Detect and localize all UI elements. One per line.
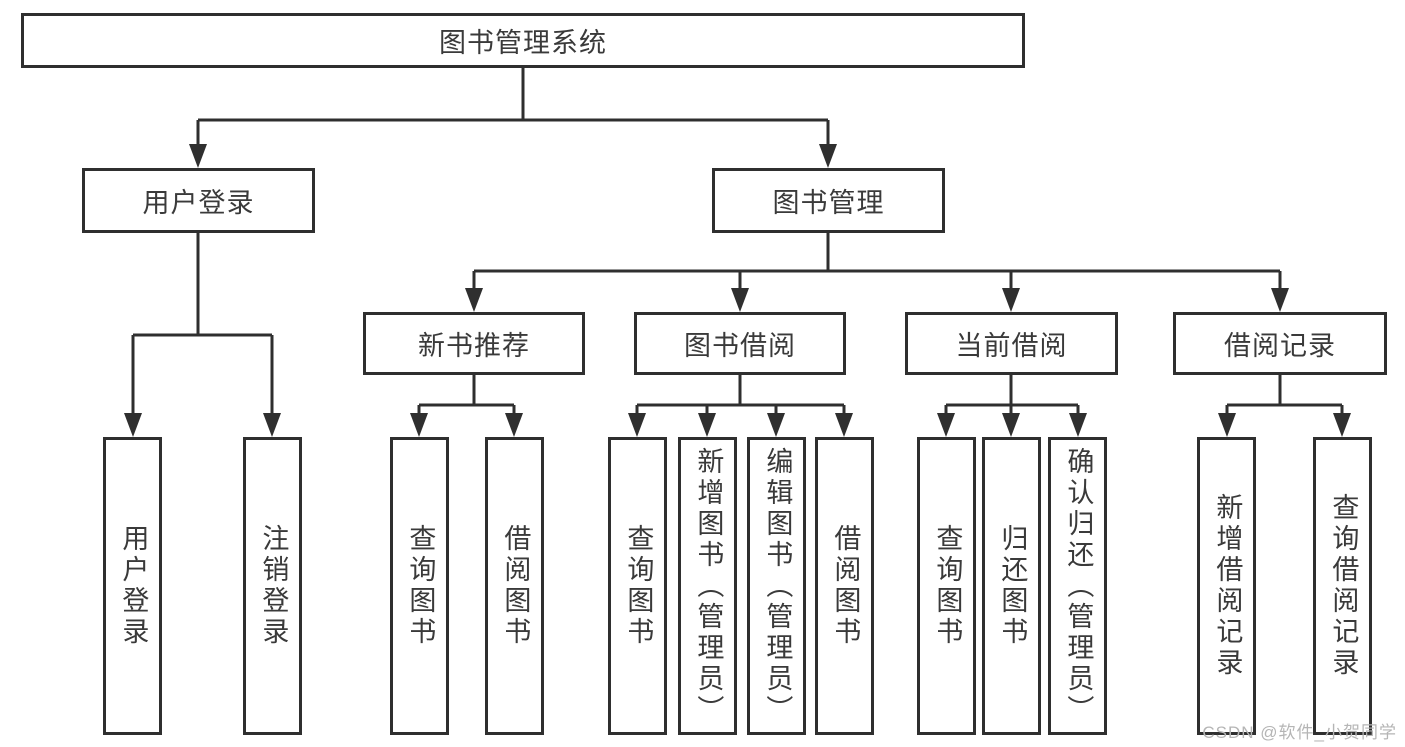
node-user-login-branch: 用户登录	[82, 168, 315, 233]
leaf-records-query-record: 查询借阅记录	[1313, 437, 1372, 735]
arrow-down-icon	[1271, 288, 1289, 312]
leaf-label: 借阅图书	[830, 524, 861, 648]
leaf-borrow-add-books-admin: 新增图书（管理员）	[678, 437, 737, 735]
node-current-borrowing: 当前借阅	[905, 312, 1118, 375]
node-book-management-branch: 图书管理	[712, 168, 945, 233]
leaf-recommend-borrow-books: 借阅图书	[485, 437, 544, 735]
leaf-label: 注销登录	[258, 524, 289, 648]
arrow-down-icon	[1333, 413, 1351, 437]
arrow-down-icon	[505, 413, 523, 437]
arrow-down-icon	[1002, 413, 1020, 437]
leaf-label: 查询图书	[623, 524, 654, 648]
arrow-down-icon	[189, 144, 207, 168]
arrow-down-icon	[628, 413, 646, 437]
leaf-borrow-borrow-books: 借阅图书	[815, 437, 874, 735]
leaf-current-return-books: 归还图书	[982, 437, 1041, 735]
tree-edges	[131, 68, 1344, 416]
node-new-book-recommendation: 新书推荐	[363, 312, 585, 375]
arrow-down-icon	[698, 413, 716, 437]
node-root-system: 图书管理系统	[21, 13, 1025, 68]
leaf-label: 确认归还（管理员）	[1063, 446, 1094, 726]
leaf-records-add-record: 新增借阅记录	[1197, 437, 1256, 735]
leaf-user-login: 用户登录	[103, 437, 162, 735]
leaf-label: 查询借阅记录	[1328, 493, 1359, 679]
arrow-down-icon	[465, 288, 483, 312]
arrow-down-icon	[731, 288, 749, 312]
leaf-current-query-books: 查询图书	[917, 437, 976, 735]
arrow-down-icon	[819, 144, 837, 168]
leaf-label: 新增图书（管理员）	[693, 446, 724, 726]
leaf-current-confirm-return-admin: 确认归还（管理员）	[1048, 437, 1107, 735]
leaf-label: 编辑图书（管理员）	[762, 446, 793, 726]
arrow-down-icon	[410, 413, 428, 437]
leaf-logout: 注销登录	[243, 437, 302, 735]
node-borrowing-records: 借阅记录	[1173, 312, 1387, 375]
leaf-label: 归还图书	[997, 524, 1028, 648]
arrow-down-icon	[124, 413, 142, 437]
leaf-label: 新增借阅记录	[1212, 493, 1243, 679]
arrow-down-icon	[1002, 288, 1020, 312]
arrow-down-icon	[835, 413, 853, 437]
leaf-recommend-query-books: 查询图书	[390, 437, 449, 735]
arrow-down-icon	[937, 413, 955, 437]
arrow-down-icon	[1218, 413, 1236, 437]
leaf-borrow-query-books: 查询图书	[608, 437, 667, 735]
arrow-down-icon	[1069, 413, 1087, 437]
leaf-label: 查询图书	[405, 524, 436, 648]
arrow-down-icon	[767, 413, 785, 437]
arrow-down-icon	[263, 413, 281, 437]
leaf-borrow-edit-books-admin: 编辑图书（管理员）	[747, 437, 806, 735]
node-book-borrowing: 图书借阅	[634, 312, 846, 375]
arrowheads	[124, 144, 1351, 437]
leaf-label: 借阅图书	[500, 524, 531, 648]
leaf-label: 查询图书	[932, 524, 963, 648]
leaf-label: 用户登录	[118, 524, 149, 648]
